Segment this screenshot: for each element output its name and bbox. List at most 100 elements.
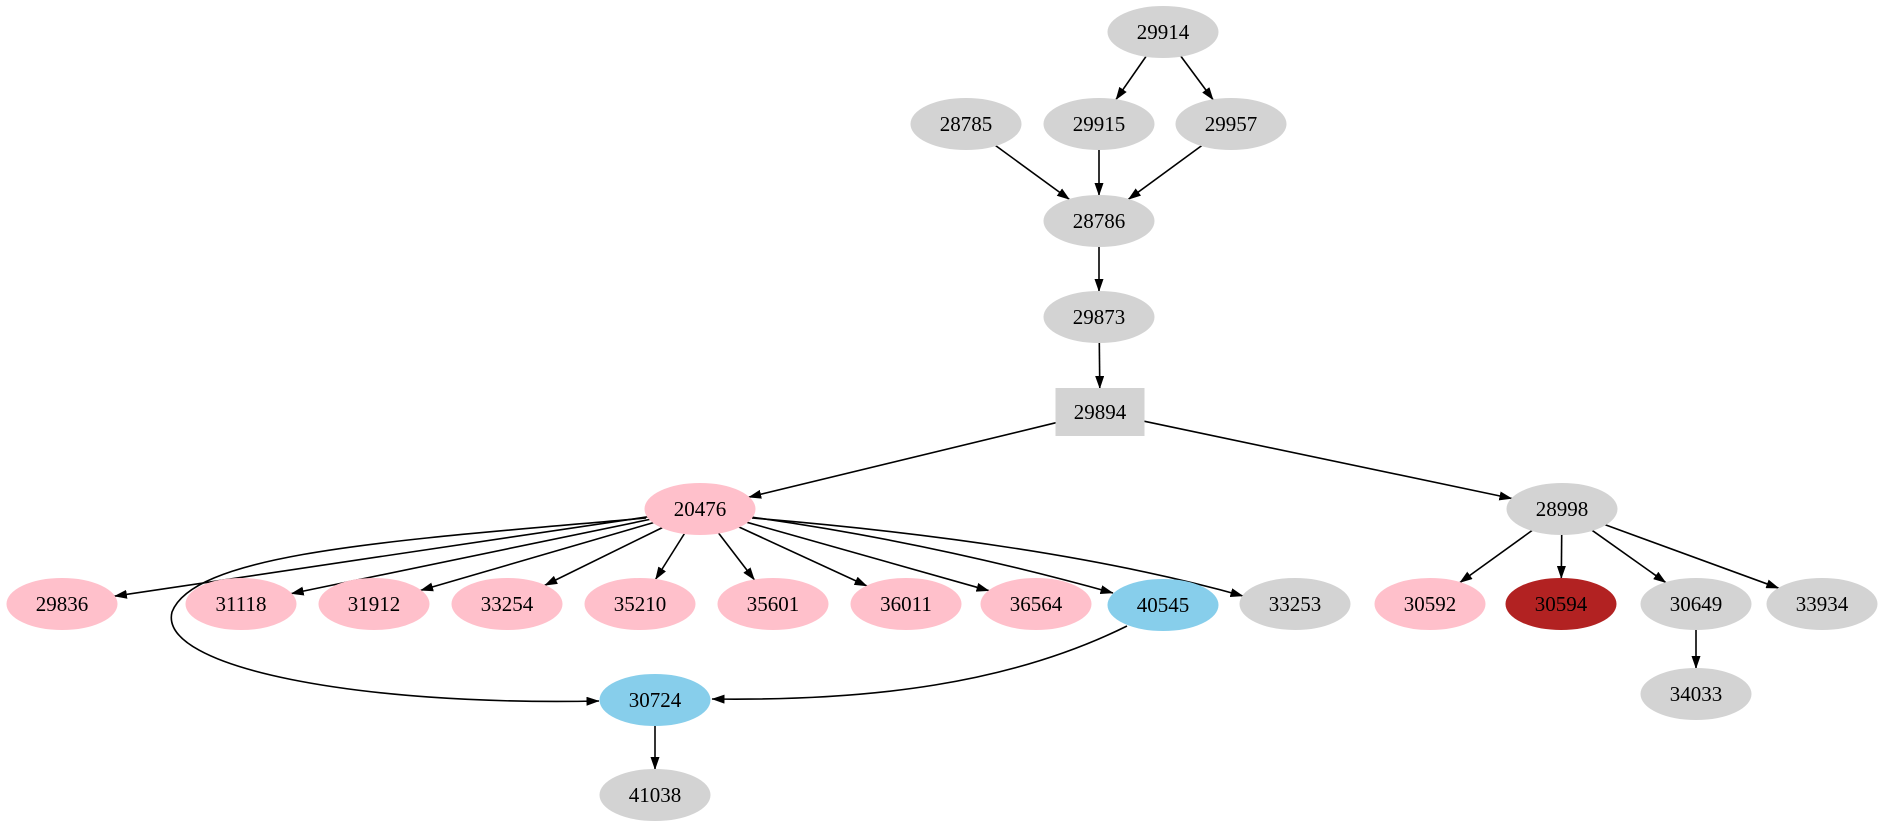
edge-20476-30724 [170, 517, 647, 706]
node-label: 35601 [747, 592, 800, 616]
node-29915: 29915 [1043, 98, 1155, 150]
node-29836: 29836 [6, 578, 118, 630]
node-label: 36564 [1010, 592, 1063, 616]
edge-29894-20476 [748, 421, 1057, 499]
node-30649: 30649 [1640, 578, 1752, 630]
node-label: 28998 [1536, 497, 1589, 521]
edge-20476-31912 [420, 521, 654, 592]
node-label: 30724 [629, 688, 682, 712]
node-29957: 29957 [1175, 98, 1287, 150]
edge-20476-40545 [750, 516, 1114, 594]
edge-29894-28998 [1143, 420, 1513, 501]
node-label: 29914 [1137, 20, 1190, 44]
edge-29914-29957 [1180, 55, 1214, 101]
edge-28998-30592 [1459, 529, 1533, 584]
node-box [1055, 388, 1145, 436]
node-ellipse [717, 578, 829, 630]
node-36011: 36011 [850, 578, 962, 630]
node-label: 33254 [481, 592, 534, 616]
node-35210: 35210 [584, 578, 696, 630]
node-29873: 29873 [1043, 291, 1155, 343]
node-ellipse [1107, 579, 1219, 631]
node-label: 30592 [1404, 592, 1457, 616]
edges-layer [113, 55, 1780, 770]
node-ellipse [1640, 668, 1752, 720]
nodes-layer: 29914 28785 29915 29957 28786 29873 29894 20476… [6, 6, 1878, 821]
node-29894: 29894 [1055, 388, 1145, 436]
node-label: 29836 [36, 592, 89, 616]
node-28786: 28786 [1043, 195, 1155, 247]
node-label: 29915 [1073, 112, 1126, 136]
node-label: 28786 [1073, 209, 1126, 233]
node-label: 28785 [940, 112, 993, 136]
node-label: 33253 [1269, 592, 1322, 616]
edge-29914-29915 [1115, 55, 1147, 101]
node-label: 29873 [1073, 305, 1126, 329]
node-ellipse [1374, 578, 1486, 630]
node-33254: 33254 [451, 578, 563, 630]
node-28785: 28785 [910, 98, 1022, 150]
node-ellipse [1043, 291, 1155, 343]
node-ellipse [1239, 578, 1351, 630]
node-ellipse [185, 578, 297, 630]
node-label: 31118 [216, 592, 267, 616]
node-35601: 35601 [717, 578, 829, 630]
node-ellipse [1175, 98, 1287, 150]
node-ellipse [1043, 98, 1155, 150]
node-label: 30594 [1535, 592, 1588, 616]
node-31118: 31118 [185, 578, 297, 630]
node-ellipse [318, 578, 430, 630]
node-41038: 41038 [599, 769, 711, 821]
node-ellipse [451, 578, 563, 630]
edge-29873-29894 [1095, 342, 1105, 389]
edge-28998-33934 [1604, 524, 1780, 589]
edge-20476-35210 [654, 533, 686, 580]
node-29914: 29914 [1107, 6, 1219, 58]
node-label: 41038 [629, 783, 682, 807]
node-label: 29957 [1205, 112, 1258, 136]
node-ellipse [599, 674, 711, 726]
node-label: 36011 [880, 592, 932, 616]
edge-28785-28786 [995, 144, 1070, 201]
node-ellipse [1766, 578, 1878, 630]
node-31912: 31912 [318, 578, 430, 630]
node-33253: 33253 [1239, 578, 1351, 630]
node-ellipse [1043, 195, 1155, 247]
node-label: 31912 [348, 592, 401, 616]
node-label: 29894 [1074, 400, 1127, 424]
edge-20476-35601 [717, 532, 756, 581]
node-label: 33934 [1796, 592, 1849, 616]
node-30592: 30592 [1374, 578, 1486, 630]
node-ellipse [1640, 578, 1752, 630]
node-ellipse [1505, 578, 1617, 630]
edge-20476-33254 [544, 526, 663, 587]
edge-40545-30724 [711, 625, 1128, 704]
node-label: 20476 [674, 497, 727, 521]
node-ellipse [1506, 483, 1618, 535]
node-30594: 30594 [1505, 578, 1617, 630]
node-ellipse [584, 578, 696, 630]
edge-20476-36011 [738, 526, 868, 587]
edge-20476-36564 [746, 521, 990, 592]
node-label: 40545 [1137, 593, 1190, 617]
node-ellipse [599, 769, 711, 821]
node-ellipse [1107, 6, 1219, 58]
node-33934: 33934 [1766, 578, 1878, 630]
edge-28998-30649 [1591, 529, 1667, 584]
node-ellipse [644, 483, 756, 535]
node-ellipse [6, 578, 118, 630]
node-36564: 36564 [980, 578, 1092, 630]
node-ellipse [850, 578, 962, 630]
node-label: 30649 [1670, 592, 1723, 616]
node-28998: 28998 [1506, 483, 1618, 535]
node-30724: 30724 [599, 674, 711, 726]
node-ellipse [980, 578, 1092, 630]
node-34033: 34033 [1640, 668, 1752, 720]
node-label: 35210 [614, 592, 667, 616]
node-label: 34033 [1670, 682, 1723, 706]
edge-29957-28786 [1127, 144, 1203, 201]
node-ellipse [910, 98, 1022, 150]
node-20476: 20476 [644, 483, 756, 535]
